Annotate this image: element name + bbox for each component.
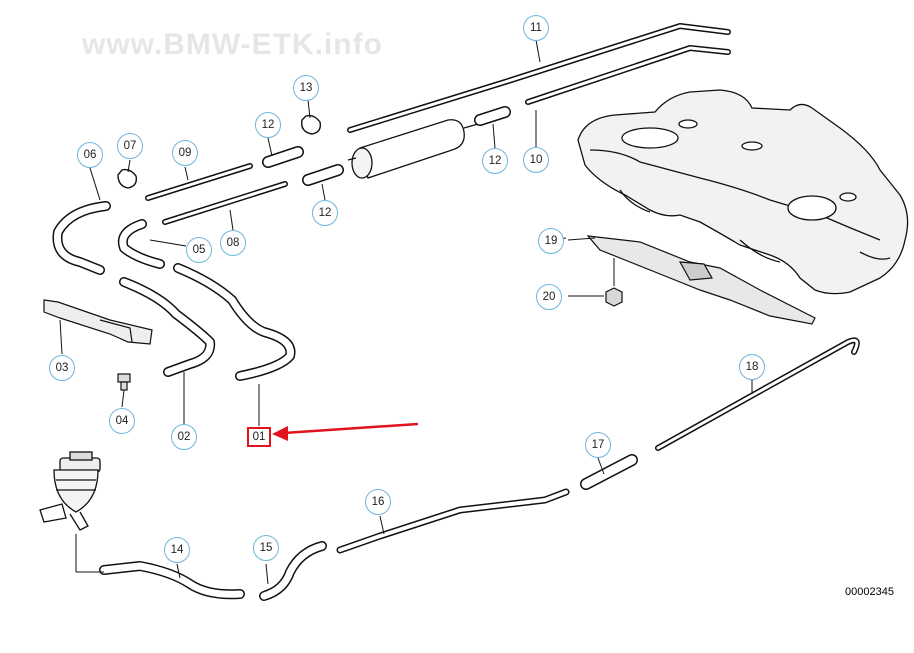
callout-15[interactable]: 15 xyxy=(253,535,279,561)
callout-19[interactable]: 19 xyxy=(538,228,564,254)
mounting-bracket xyxy=(43,299,153,345)
callout-02[interactable]: 02 xyxy=(171,424,197,450)
bolt-part xyxy=(117,373,131,391)
callout-14[interactable]: 14 xyxy=(164,537,190,563)
purge-valve xyxy=(39,451,101,531)
callout-18[interactable]: 18 xyxy=(739,354,765,380)
callout-05[interactable]: 05 xyxy=(186,237,212,263)
callout-07[interactable]: 07 xyxy=(117,133,143,159)
callout-20[interactable]: 20 xyxy=(536,284,562,310)
diagram-number: 00002345 xyxy=(845,586,894,598)
callout-09[interactable]: 09 xyxy=(172,140,198,166)
highlight-arrow xyxy=(272,422,419,441)
hose-lines xyxy=(52,23,860,601)
callout-12b[interactable]: 12 xyxy=(482,148,508,174)
callout-12c[interactable]: 12 xyxy=(312,200,338,226)
nut-part xyxy=(605,287,623,307)
callout-06[interactable]: 06 xyxy=(77,142,103,168)
hose-clamp xyxy=(117,114,322,189)
callout-17[interactable]: 17 xyxy=(585,432,611,458)
callout-12a[interactable]: 12 xyxy=(255,112,281,138)
heat-shield xyxy=(586,235,816,325)
fuel-filter xyxy=(347,119,479,179)
fuel-tank xyxy=(577,89,909,295)
callout-13[interactable]: 13 xyxy=(293,75,319,101)
callout-11[interactable]: 11 xyxy=(523,15,549,41)
callout-16[interactable]: 16 xyxy=(365,489,391,515)
callout-10[interactable]: 10 xyxy=(523,147,549,173)
callout-03[interactable]: 03 xyxy=(49,355,75,381)
callout-08[interactable]: 08 xyxy=(220,230,246,256)
watermark-text: www.BMW-ETK.info xyxy=(82,28,383,61)
callout-04[interactable]: 04 xyxy=(109,408,135,434)
callout-01-selected[interactable]: 01 xyxy=(247,427,271,447)
